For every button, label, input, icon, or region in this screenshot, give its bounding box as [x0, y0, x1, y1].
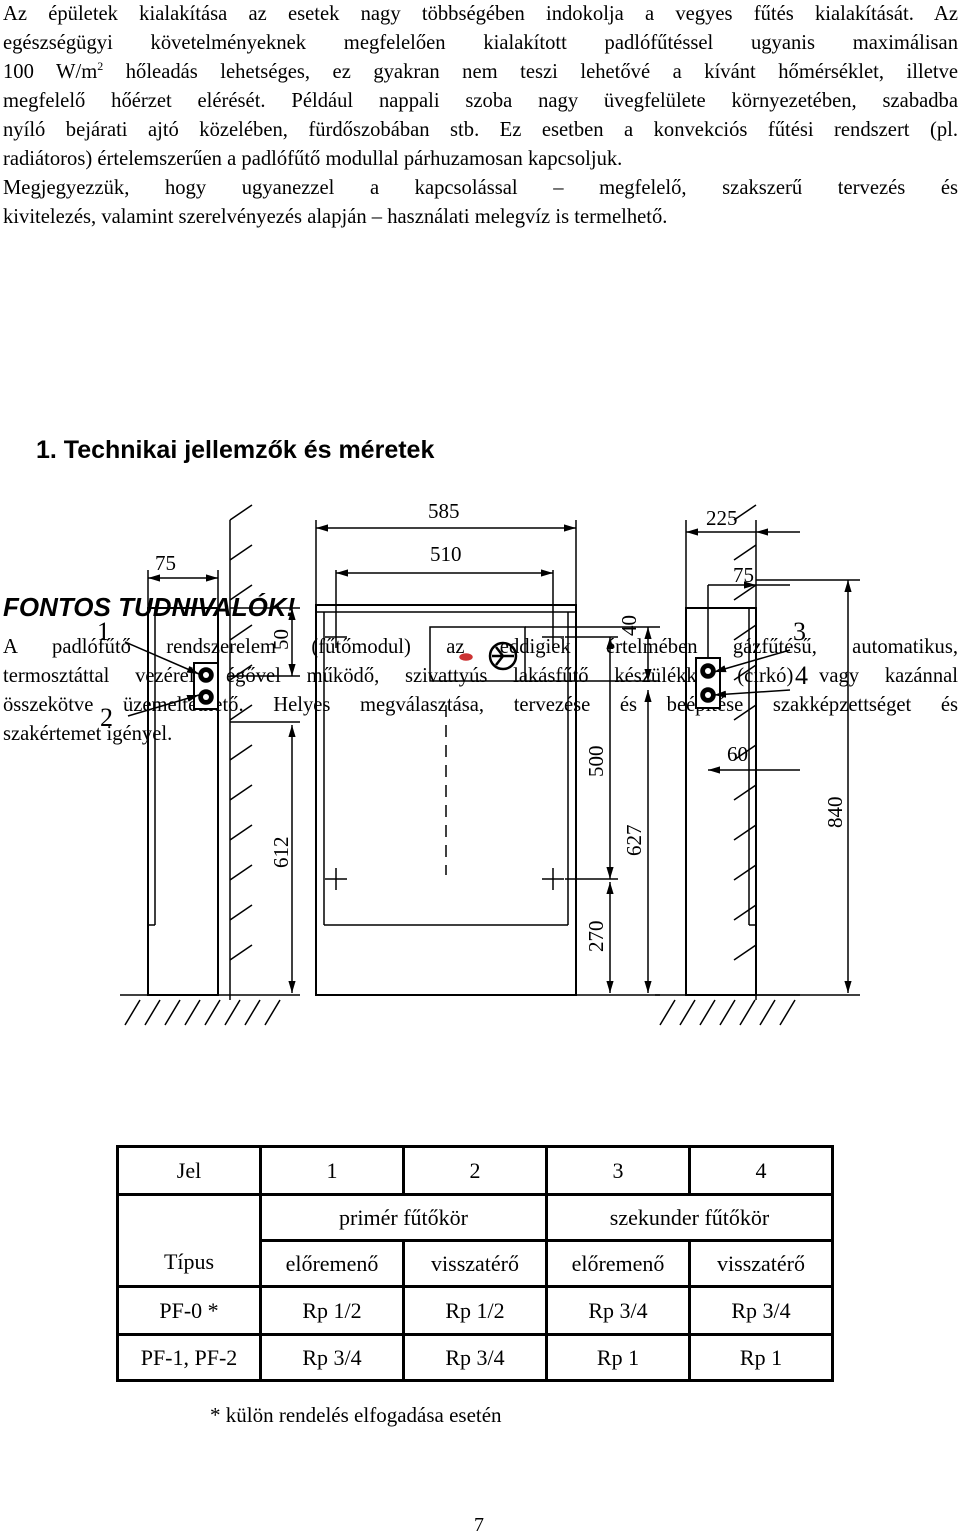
notice-line: A padlófűtő rendszerelem (fűtőmodul) az … — [3, 636, 958, 658]
dim-label: 60 — [727, 742, 748, 766]
row-type: PF-1, PF-2 — [116, 1333, 262, 1382]
sub-header: előremenő — [259, 1239, 405, 1288]
dim-label: 75 — [155, 551, 176, 575]
dim-label: 510 — [430, 542, 462, 566]
sub-header: előremenő — [545, 1239, 691, 1288]
header-jel: Jel — [116, 1145, 262, 1196]
col-header: 1 — [259, 1145, 405, 1196]
table-cell: Rp 1/2 — [259, 1285, 405, 1336]
table-cell: Rp 1 — [545, 1333, 691, 1382]
row-type: PF-0 * — [116, 1285, 262, 1336]
header-tipus: Típus — [116, 1194, 262, 1288]
page-number: 7 — [474, 1514, 484, 1536]
dim-label: 585 — [428, 499, 460, 523]
table-cell: Rp 1/2 — [402, 1285, 548, 1336]
technical-drawing: 75 50 612 585 510 40 500 627 270 225 75 … — [97, 499, 860, 1026]
intro-line: egészségügyi követelményeknek megfelelőe… — [3, 32, 958, 54]
intro-line: radiátoros) értelemszerűen a padlófűtő m… — [3, 148, 623, 170]
right-side-view — [655, 504, 860, 1026]
dim-label: 270 — [584, 921, 608, 953]
dim-label: 40 — [617, 615, 641, 636]
dim-label: 840 — [823, 797, 847, 829]
section-title: 1. Technikai jellemzők és méretek — [36, 436, 435, 464]
dim-label: 500 — [584, 746, 608, 778]
intro-line: megfelelő hőérzet elérését. Például napp… — [3, 90, 958, 112]
intro-line: kivitelezés, valamint szerelvényezés ala… — [3, 206, 668, 228]
callout-3: 3 — [793, 617, 806, 646]
intro-line: Megjegyezzük, hogy ugyanezzel a kapcsolá… — [3, 177, 958, 199]
group-secondary: szekunder fűtőkör — [545, 1193, 834, 1242]
intro-paragraph: Az épületek kialakítása az esetek nagy t… — [3, 0, 958, 232]
dim-label: 225 — [706, 506, 738, 530]
sub-header: visszatérő — [402, 1239, 548, 1288]
col-header: 3 — [545, 1145, 691, 1196]
dim-label: 627 — [622, 825, 646, 857]
table-cell: Rp 3/4 — [402, 1333, 548, 1382]
callout-4: 4 — [795, 661, 808, 690]
table-cell: Rp 3/4 — [545, 1285, 691, 1336]
footnote: * külön rendelés elfogadása esetén — [210, 1403, 502, 1427]
callout-1: 1 — [97, 617, 110, 646]
callout-2: 2 — [100, 703, 113, 732]
notice-line: szakértemet igényel. — [3, 723, 173, 745]
intro-line: nyíló bejárati ajtó közelében, fürdőszob… — [3, 119, 958, 141]
dim-label: 50 — [269, 629, 293, 650]
col-header: 2 — [402, 1145, 548, 1196]
sub-header: visszatérő — [688, 1239, 834, 1288]
table-cell: Rp 1 — [688, 1333, 834, 1382]
group-primary: primér fűtőkör — [259, 1193, 548, 1242]
intro-line: Az épületek kialakítása az esetek nagy t… — [3, 3, 958, 25]
connection-table: Jel 1 2 3 4 Típus primér fűtőkör szekund… — [116, 1145, 834, 1382]
dim-label: 75 — [733, 563, 754, 587]
table-cell: Rp 3/4 — [688, 1285, 834, 1336]
table-cell: Rp 3/4 — [259, 1333, 405, 1382]
col-header: 4 — [688, 1145, 834, 1196]
front-view — [315, 520, 660, 996]
dim-label: 612 — [269, 837, 293, 869]
left-side-view — [120, 504, 300, 1026]
intro-line-with-unit: 100 W/m2 hőleadás lehetséges, ez gyakran… — [3, 59, 959, 83]
